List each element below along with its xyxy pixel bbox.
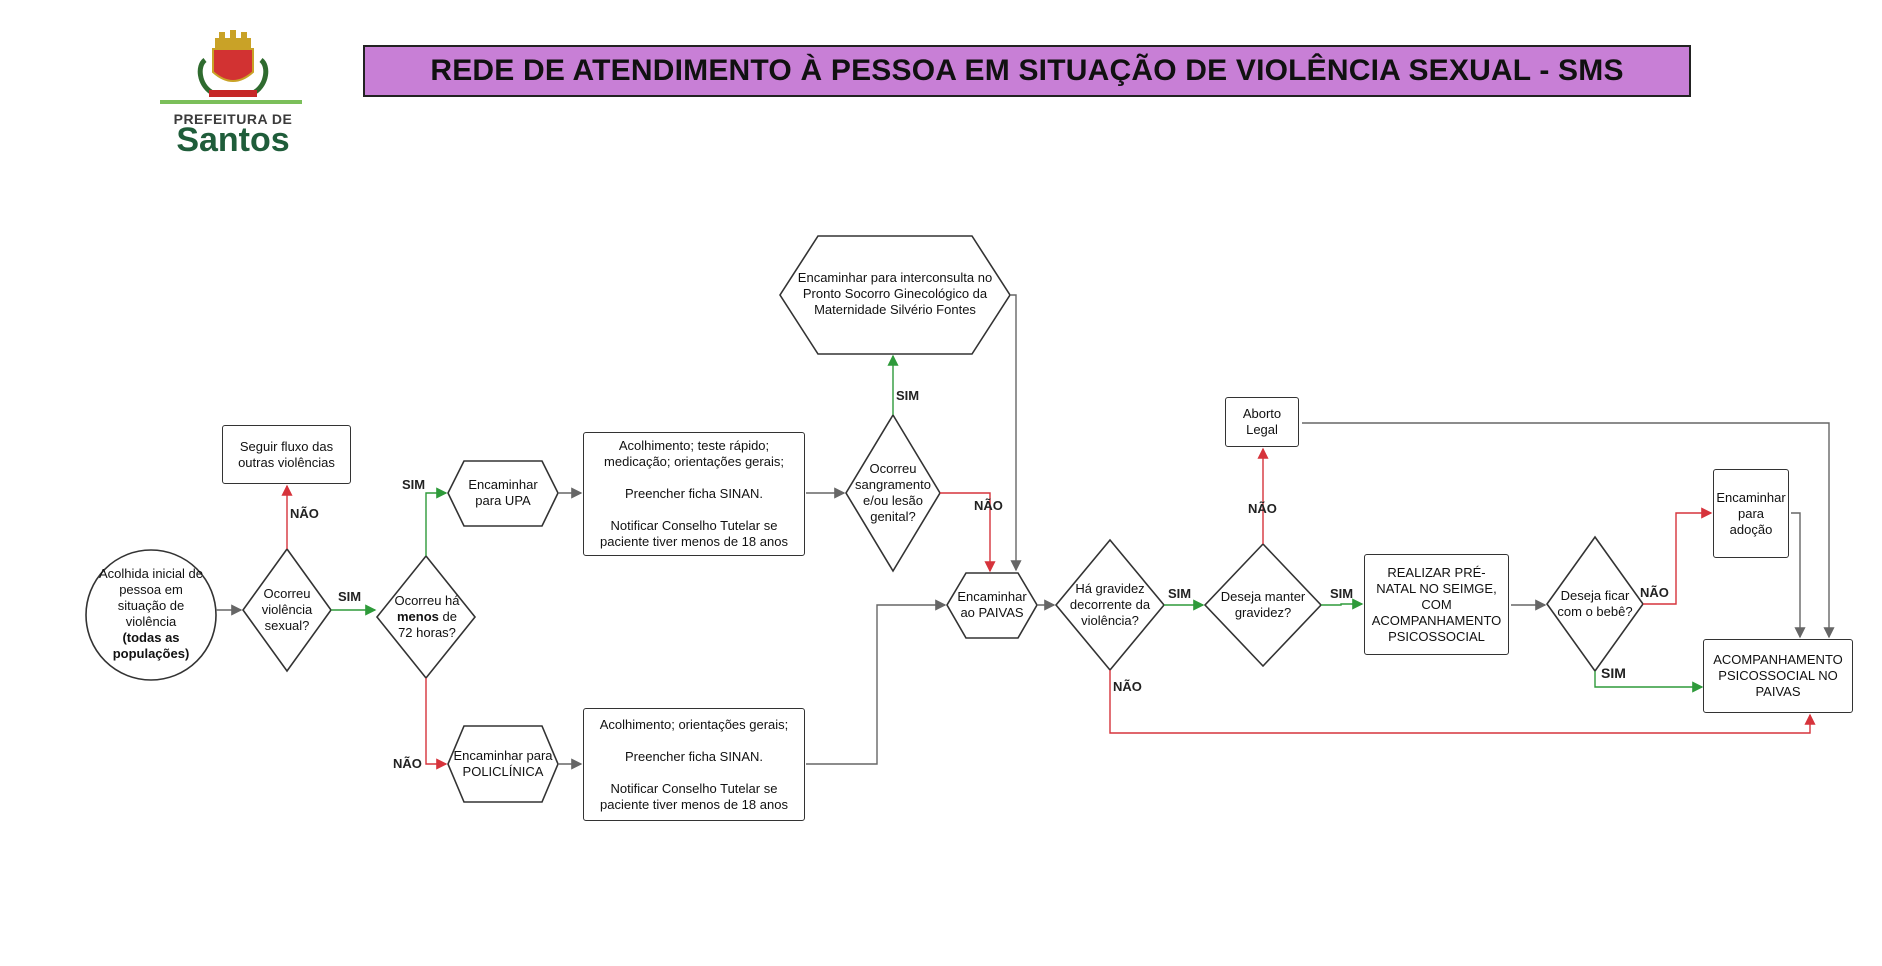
label-nao-manter: NÃO xyxy=(1248,501,1277,516)
label-nao-sangramento: NÃO xyxy=(974,498,1003,513)
decision-72h-label-pre: Ocorreu há xyxy=(394,593,460,608)
upa-label: Encaminhar para UPA xyxy=(468,477,538,508)
hex-interconsulta xyxy=(779,235,1011,355)
label-sim-gravidez: SIM xyxy=(1168,586,1192,601)
upa-node: Encaminhar para UPA xyxy=(456,466,550,520)
label-sim-72h: SIM xyxy=(402,477,426,492)
logo-wordmark: Santos xyxy=(176,121,290,159)
adocao-box: Encaminhar para adoção xyxy=(1713,469,1789,558)
adocao-label: Encaminhar para adoção xyxy=(1716,489,1786,537)
label-sim-bebe: SIM xyxy=(1601,665,1626,681)
start-circle xyxy=(85,549,217,681)
prenatal-label: REALIZAR PRÉ-NATAL NO SEIMGE, COM ACOMPA… xyxy=(1371,564,1502,644)
label-nao-bebe: NÃO xyxy=(1640,585,1669,600)
hex-paivas xyxy=(946,572,1038,639)
interconsulta-label: Encaminhar para interconsulta no Pronto … xyxy=(797,270,993,317)
page-title: REDE DE ATENDIMENTO À PESSOA EM SITUAÇÃO… xyxy=(363,45,1691,97)
hex-policlinica xyxy=(447,725,559,803)
decision-bebe-text: Deseja ficar com o bebê? xyxy=(1557,572,1633,636)
paivas-label: Encaminhar ao PAIVAS xyxy=(957,589,1027,620)
decision-sangramento-text: Ocorreu sangramento e/ou lesão genital? xyxy=(850,455,936,531)
policlinica-node: Encaminhar para POLICLÍNICA xyxy=(452,735,554,793)
policlinica-label: Encaminhar para POLICLÍNICA xyxy=(453,748,553,779)
santos-coat-of-arms-icon xyxy=(197,30,269,97)
decision-gravidez-label: Há gravidez decorrente da violência? xyxy=(1069,581,1151,628)
start-text: Acolhida inicial de pessoa em situação d… xyxy=(98,566,204,629)
seguir-fluxo-label: Seguir fluxo das outras violências xyxy=(238,438,335,470)
decision-gravidez-text: Há gravidez decorrente da violência? xyxy=(1064,566,1156,644)
hex-upa xyxy=(447,460,559,527)
decision-72h-label-bold: menos xyxy=(397,609,439,624)
decision-72h-label-post: de 72 horas? xyxy=(398,609,457,640)
logo-divider xyxy=(160,100,302,104)
policlinica-procedures-box: Acolhimento; orientações gerais; Preench… xyxy=(583,708,805,821)
label-nao-violencia: NÃO xyxy=(290,506,319,521)
label-sim-sangramento: SIM xyxy=(896,388,920,403)
decision-violencia-text: Ocorreu violência sexual? xyxy=(252,580,322,640)
upa-procedures-text: Acolhimento; teste rápido; medicação; or… xyxy=(600,438,788,549)
decision-violencia-label: Ocorreu violência sexual? xyxy=(261,586,313,633)
decision-sangramento-label: Ocorreu sangramento e/ou lesão genital? xyxy=(855,461,931,524)
seguir-fluxo-box: Seguir fluxo das outras violências xyxy=(222,425,351,484)
aborto-legal-label: Aborto Legal xyxy=(1242,406,1282,437)
decision-violencia xyxy=(242,547,332,673)
paivas-node: Encaminhar ao PAIVAS xyxy=(950,578,1034,632)
upa-procedures-box: Acolhimento; teste rápido; medicação; or… xyxy=(583,432,805,556)
decision-manter-label: Deseja manter gravidez? xyxy=(1220,589,1306,620)
start-text-bold: (todas as populações) xyxy=(112,630,190,661)
interconsulta-node: Encaminhar para interconsulta no Pronto … xyxy=(785,262,1005,326)
label-nao-72h: NÃO xyxy=(393,756,422,771)
logo-text: PREFEITURA DE xyxy=(173,111,293,127)
label-sim-manter: SIM xyxy=(1330,586,1354,601)
label-sim-violencia: SIM xyxy=(338,589,362,604)
prenatal-box: REALIZAR PRÉ-NATAL NO SEIMGE, COM ACOMPA… xyxy=(1364,554,1509,655)
decision-72h-text: Ocorreu há menos de 72 horas? xyxy=(390,582,464,652)
decision-manter-text: Deseja manter gravidez? xyxy=(1214,580,1312,630)
aborto-legal-box: Aborto Legal xyxy=(1225,397,1299,447)
acompanhamento-label: ACOMPANHAMENTO PSICOSSOCIAL NO PAIVAS xyxy=(1713,652,1843,699)
policlinica-procedures-text: Acolhimento; orientações gerais; Preench… xyxy=(599,716,789,812)
acompanhamento-box: ACOMPANHAMENTO PSICOSSOCIAL NO PAIVAS xyxy=(1703,639,1853,713)
start-node: Acolhida inicial de pessoa em situação d… xyxy=(96,555,206,673)
label-nao-gravidez: NÃO xyxy=(1113,679,1142,694)
decision-sangramento xyxy=(845,413,941,573)
decision-manter xyxy=(1203,542,1323,668)
decision-bebe-label: Deseja ficar com o bebê? xyxy=(1557,588,1633,619)
